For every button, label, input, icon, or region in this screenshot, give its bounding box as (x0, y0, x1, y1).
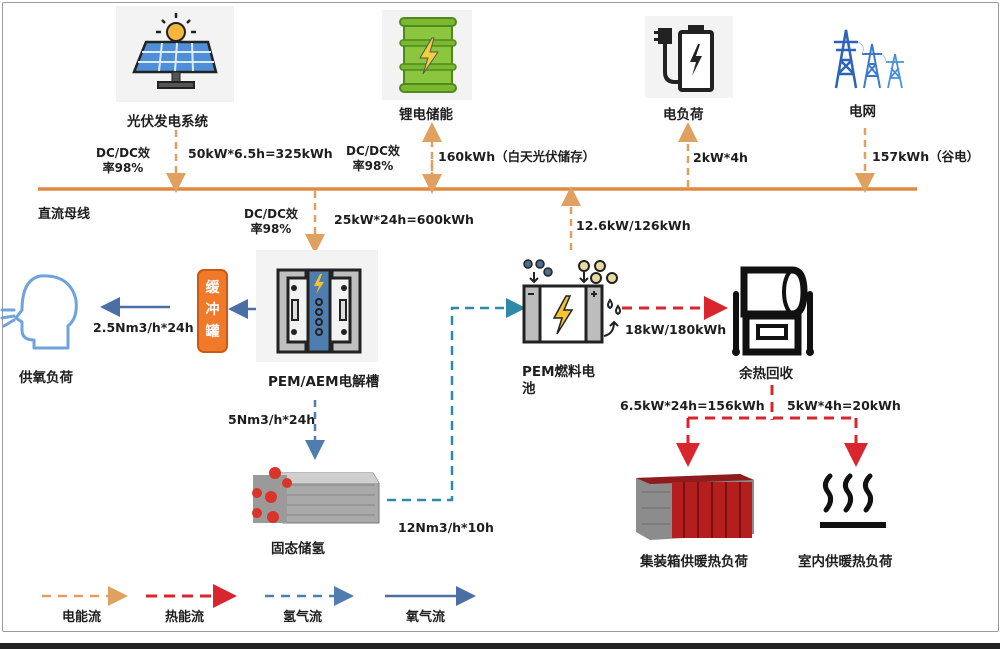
hydride-storage-icon (252, 467, 380, 524)
pv-energy-label: 50kW*6.5h=325kWh (188, 146, 333, 161)
breathing-head-icon (0, 274, 78, 350)
dc-bus-label: 直流母线 (38, 207, 91, 222)
indoor-heat-load-label: 室内供暖热负荷 (798, 554, 893, 570)
heat-recovery-label: 余热回收 (739, 366, 793, 382)
battery-energy-label: 160kWh（白天光伏储存） (438, 149, 596, 164)
fuel-cell-icon (522, 259, 621, 344)
legend-heat-label: 热能流 (165, 610, 205, 625)
legend-electric-label: 电能流 (62, 610, 102, 625)
container-icon (636, 474, 754, 540)
h2-storage-label: 固态储氢 (271, 541, 325, 557)
legend-oxygen-label: 氧气流 (406, 610, 446, 625)
fc-heat-label: 18kW/180kWh (625, 322, 727, 337)
h2-to-fuel-cell-label: 12Nm3/h*10h (398, 520, 494, 535)
buffer-tank-label: 缓冲罐 (205, 280, 220, 340)
buffer-tank-icon: 缓冲罐 (197, 269, 228, 353)
heat-exchanger-icon (732, 266, 814, 356)
electrolyzer-dcdc-efficiency: DC/DC效 率98% (244, 207, 298, 236)
battery-barrel-icon (399, 17, 457, 93)
h2-to-storage-label: 5Nm3/h*24h (228, 412, 316, 427)
container-heat-label: 6.5kW*24h=156kWh (620, 398, 765, 413)
fuel-cell-power-label: 12.6kW/126kWh (576, 218, 691, 233)
grid-label: 电网 (849, 104, 876, 120)
battery-dcdc-efficiency: DC/DC效 率98% (346, 144, 400, 173)
heat-waves-icon (820, 473, 886, 528)
solar-panel-icon (132, 13, 218, 89)
container-heat-load-label: 集装箱供暖热负荷 (640, 554, 748, 570)
oxygen-load-label: 供氧负荷 (19, 370, 73, 386)
load-energy-label: 2kW*4h (693, 150, 748, 165)
electrolyzer-icon (276, 268, 362, 354)
electrolyzer-energy-label: 25kW*24h=600kWh (334, 212, 474, 227)
oxygen-flow-label: 2.5Nm3/h*24h (93, 320, 194, 335)
grid-energy-label: 157kWh（谷电） (872, 149, 980, 164)
battery-label: 锂电储能 (399, 107, 453, 123)
pv-label: 光伏发电系统 (127, 114, 208, 130)
power-tower-icon (834, 29, 904, 89)
legend-hydrogen-label: 氢气流 (283, 610, 323, 625)
bottom-border (0, 643, 1000, 649)
pv-dcdc-efficiency: DC/DC效 率98% (96, 146, 150, 175)
fuel-cell-label: PEM燃料电 池 (522, 364, 596, 397)
storage-to-fuel-cell-flow (387, 298, 526, 502)
electrolyzer-label: PEM/AEM电解槽 (268, 374, 380, 390)
indoor-heat-label: 5kW*4h=20kWh (787, 398, 901, 413)
plug-battery-icon (654, 25, 714, 92)
load-label: 电负荷 (663, 107, 704, 123)
